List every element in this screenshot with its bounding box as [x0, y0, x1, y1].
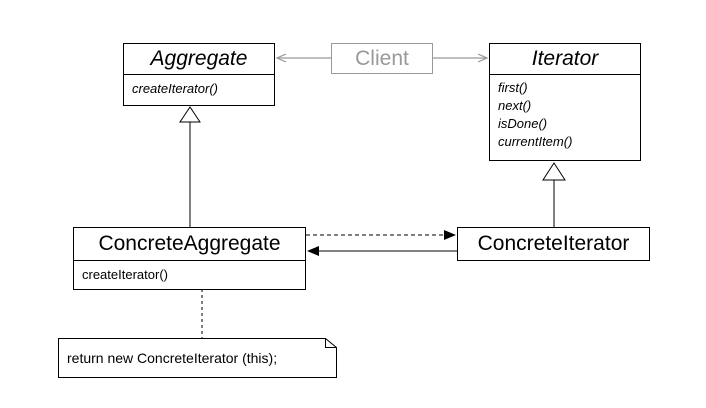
client-box: Client	[331, 43, 433, 74]
creates-dependency-arrowhead	[444, 230, 456, 240]
iterator-operation: currentItem()	[498, 134, 573, 149]
note-shape	[58, 338, 337, 378]
aggregate-operations: createIterator()	[124, 75, 274, 102]
concrete-aggregate-class: ConcreteAggregate createIterator()	[73, 227, 306, 290]
concrete-aggregate-class-name: ConcreteAggregate	[74, 228, 305, 261]
iterator-operation: isDone()	[498, 116, 548, 131]
aggregate-class: Aggregate createIterator()	[123, 43, 275, 106]
aggregate-operation: createIterator()	[132, 81, 218, 96]
iterator-operations: first() next() isDone() currentItem()	[490, 75, 640, 155]
iterator-operation: first()	[498, 80, 528, 95]
iterator-class: Iterator first() next() isDone() current…	[489, 43, 641, 161]
concrete-aggregate-operation: createIterator()	[82, 267, 168, 282]
concrete-iterator-class: ConcreteIterator	[457, 227, 650, 261]
iterator-operation: next()	[498, 98, 532, 113]
aggregate-inheritance-triangle	[179, 106, 201, 123]
concrete-iterator-class-name: ConcreteIterator	[477, 232, 630, 255]
note-text: return new ConcreteIterator (this);	[67, 350, 278, 366]
iterator-inheritance-triangle	[542, 162, 566, 181]
aggregate-reference-arrowhead	[307, 246, 319, 256]
iterator-class-name: Iterator	[490, 44, 640, 75]
concrete-aggregate-operations: createIterator()	[74, 261, 305, 288]
aggregate-class-name: Aggregate	[124, 44, 274, 75]
implementation-note: return new ConcreteIterator (this);	[58, 338, 337, 378]
